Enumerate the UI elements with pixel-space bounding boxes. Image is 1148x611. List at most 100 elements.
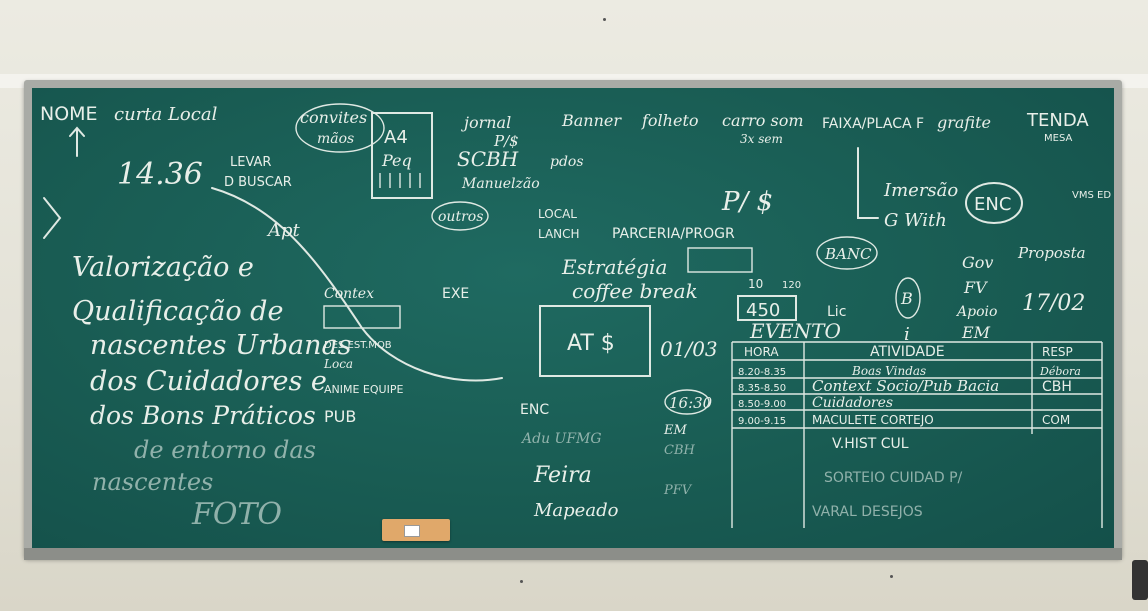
apoio-label: Apoio [955, 304, 997, 320]
peq-label: Peq [381, 151, 412, 170]
num-120-label: 120 [782, 280, 801, 291]
chevron-icon [43, 197, 62, 239]
cbh-label: CBH [664, 443, 696, 458]
adu-ufmg-label: Adu UFMG [520, 431, 602, 447]
tenda-label: TENDA [1026, 110, 1089, 131]
lanch-label: LANCH [538, 227, 580, 241]
table-cell: CBH [1042, 379, 1072, 395]
folheto-label: folheto [641, 111, 699, 130]
table-cell: VARAL DESEJOS [812, 504, 923, 520]
wall-spot [603, 18, 606, 21]
table-cell: 8.50-9.00 [738, 399, 786, 410]
text-line-1: Valorização e [72, 252, 254, 283]
coffee-label: coffee break [572, 279, 698, 303]
table-cell: 8.35-8.50 [738, 383, 786, 394]
a4-label: A4 [384, 127, 408, 148]
gov-label: Gov [962, 253, 993, 272]
foto-label: FOTO [191, 497, 282, 532]
3x-label: 3x sem [740, 132, 783, 146]
curta-local-label: curta Local [114, 104, 218, 125]
mapeado-label: Mapeado [533, 500, 619, 521]
fv-label: FV [963, 278, 988, 297]
em-label: EM [663, 423, 687, 438]
wall-spot [890, 575, 893, 578]
wall-spot [520, 580, 523, 583]
time-1630-label: 16:30 [669, 394, 713, 412]
tick-marks [379, 173, 421, 188]
small-grid [323, 305, 401, 329]
board-eraser[interactable] [382, 519, 450, 541]
time-circle [664, 389, 710, 415]
parceria-label: PARCERIA/PROGR [612, 226, 735, 242]
atividade-box [539, 305, 651, 377]
table-header-atividade: ATIVIDADE [870, 344, 945, 360]
eraser-label [404, 525, 420, 537]
evento-label: EVENTO [749, 319, 841, 343]
chalk-writing: NOME curta Local convites mãos A4 Peq jo… [40, 103, 1111, 532]
circle-mark [295, 103, 385, 153]
text-line-5: dos Bons Práticos [90, 401, 316, 430]
b-circle [895, 277, 921, 319]
imersao-label: Imersão [883, 180, 958, 201]
pdos-label: pdos [550, 154, 584, 170]
scbh-label: SCBH [457, 147, 519, 171]
box-450 [737, 295, 797, 321]
enc-circle [965, 182, 1023, 224]
des-est-mob-label: DES.EST.MOB [324, 340, 392, 351]
banner-label: Banner [561, 111, 622, 130]
g-with-label: G With [884, 210, 947, 231]
table-cell: Débora [1039, 365, 1081, 378]
table-cell: 9.00-9.15 [738, 416, 786, 427]
text-line-6: de entorno das [134, 436, 316, 464]
text-line-4: dos Cuidadores e [90, 366, 327, 397]
table-cell: MACULETE CORTEJO [812, 413, 934, 427]
date-1702-label: 17/02 [1022, 291, 1085, 316]
faixa-placa-label: FAIXA/PLACA F [822, 116, 924, 132]
table-cell: V.HIST CUL [832, 436, 909, 452]
num-10-label: 10 [748, 277, 763, 291]
manuelzao-label: Manuelzão [461, 176, 540, 192]
time-label: 14.36 [117, 157, 203, 192]
num-450-label: 450 [746, 300, 780, 321]
table-cell: Context Socio/Pub Bacia [812, 377, 999, 395]
jornal-label: jornal [461, 113, 511, 132]
side-label: VMS ED [1072, 190, 1111, 201]
table-cell: 8.20-8.35 [738, 367, 786, 378]
table-cell: SORTEIO CUIDAD P/ [824, 470, 963, 486]
buscar-label: D BUSCAR [224, 175, 292, 190]
estrategia-label: Estratégia [561, 255, 667, 279]
maos-label: mãos [317, 131, 354, 147]
chalkboard: NOME curta Local convites mãos A4 Peq jo… [32, 88, 1114, 548]
table-cell: Cuidadores [812, 395, 893, 411]
banc-circle [816, 236, 878, 270]
i-label: i [904, 324, 910, 345]
enc-right-label: ENC [974, 194, 1011, 215]
anime-equipe-label: ANIME EQUIPE [324, 383, 403, 396]
nome-label: NOME [40, 103, 98, 125]
local-label: LOCAL [538, 207, 577, 221]
pub-label: PUB [324, 407, 356, 426]
at-dollar-label: AT $ [567, 331, 615, 356]
wall-outlet [1132, 560, 1148, 600]
apt-label: Apt [266, 220, 301, 241]
exe-label: EXE [442, 286, 469, 302]
schedule-table [731, 341, 1103, 528]
outros-circle [431, 201, 489, 231]
outros-label: outros [438, 209, 483, 225]
arrow-line [857, 147, 879, 219]
chalk-tray [24, 548, 1122, 560]
mesa-label: MESA [1044, 133, 1072, 144]
loca-label: Loca [323, 357, 353, 371]
table-header-resp: RESP [1042, 345, 1073, 359]
table-cell: Boas Vindas [851, 364, 926, 378]
convites-label: convites [300, 108, 367, 127]
levar-label: LEVAR [230, 155, 271, 170]
a4-box [371, 112, 433, 199]
feira-label: Feira [533, 463, 592, 488]
date-0103-label: 01/03 [660, 337, 718, 361]
p-dollar-big-label: P/ $ [721, 187, 773, 217]
em-right-label: EM [961, 323, 991, 342]
contex-label: Contex [324, 286, 374, 302]
text-line-7: nascentes [92, 468, 213, 496]
carro-som-label: carro som [722, 111, 804, 130]
